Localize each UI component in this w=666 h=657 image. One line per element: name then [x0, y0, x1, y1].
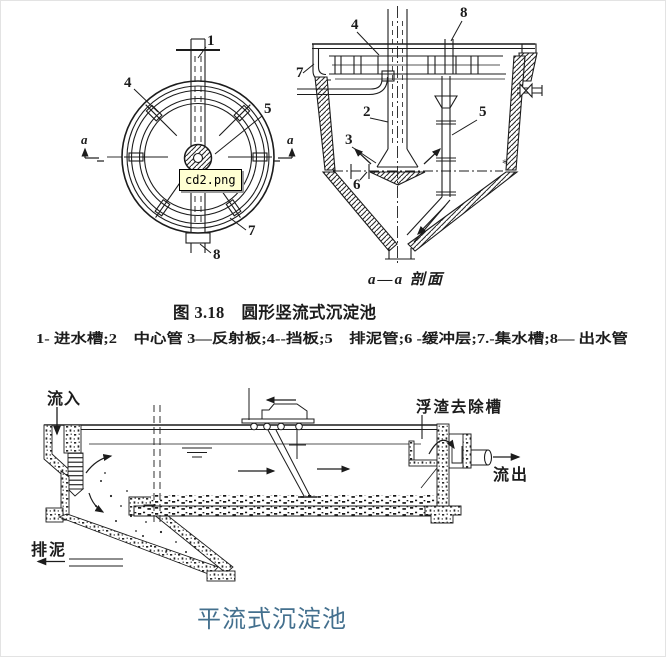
tank-rim [44, 424, 439, 430]
water-surface-symbol [182, 447, 212, 458]
tank-floor [133, 495, 440, 517]
inlet-structure [43, 424, 85, 523]
outlet-structure [408, 415, 493, 524]
center-pipe-plan [176, 38, 220, 253]
scum-trough-label: 浮渣去除槽 [416, 397, 501, 416]
ring-spokes [124, 104, 272, 218]
section-marker-a-left: a [81, 132, 88, 147]
flow-arrows-section [354, 148, 441, 165]
section-cut-marker-right [273, 147, 296, 162]
inlet-flow-arrows [85, 453, 113, 513]
plan-view-labels: 1 4 5 7 8 a a [81, 33, 294, 263]
outlet-pipe-section [444, 39, 454, 74]
figure-title: 图 3.18 圆形竖流式沉淀池 [173, 302, 377, 322]
figure-legend: 1- 进水槽;2 中心管 3—反射板;4--挡板;5 排泥管;6 -缓冲层;7.… [36, 330, 628, 346]
plan-view-drawing [81, 38, 296, 254]
plan-label-5: 5 [264, 101, 272, 117]
inlet-elbow-pipe [297, 76, 389, 96]
section-caption: a—a 剖面 [368, 271, 445, 288]
stray-mark: * [502, 156, 508, 170]
sludge-pipe-section [406, 76, 458, 243]
section-label-5: 5 [479, 104, 487, 120]
inflow-label: 流入 [47, 389, 80, 408]
section-cut-marker-left [81, 147, 122, 162]
cone-bottom [321, 171, 519, 260]
section-label-3: 3 [345, 132, 353, 148]
section-label-7: 7 [296, 65, 304, 81]
section-leader-lines [302, 20, 478, 181]
tank-walls [314, 55, 526, 171]
horizontal-tank-labels: 流入 排泥 浮渣去除槽 流出 [31, 389, 527, 559]
plan-label-7: 7 [248, 223, 256, 239]
plan-label-1: 1 [207, 33, 215, 49]
section-label-2: 2 [363, 104, 371, 120]
top-rim [312, 43, 538, 82]
collecting-trough [329, 55, 506, 80]
horizontal-tank-drawing [36, 388, 521, 582]
section-marker-a-right: a [287, 132, 294, 147]
external-drain-pipe [517, 82, 543, 99]
sludge-label: 排泥 [31, 540, 65, 559]
section-view-drawing [297, 6, 543, 263]
section-label-4: 4 [351, 17, 359, 33]
plan-label-8: 8 [213, 247, 221, 263]
center-hub [183, 143, 213, 173]
tank-flow-arrows [238, 465, 351, 475]
section-label-8: 8 [460, 5, 468, 21]
broken-image-placeholder: cd2.png [179, 169, 242, 191]
center-pipe-section [376, 9, 419, 168]
section-label-6: 6 [353, 177, 361, 193]
plan-label-4: 4 [124, 75, 132, 91]
scraper-trolley [241, 388, 317, 498]
plan-leader-lines [133, 46, 263, 254]
expansion-joint [153, 405, 161, 524]
bottom-caption: 平流式沉淀池 [197, 607, 347, 633]
outflow-label: 流出 [493, 465, 527, 484]
